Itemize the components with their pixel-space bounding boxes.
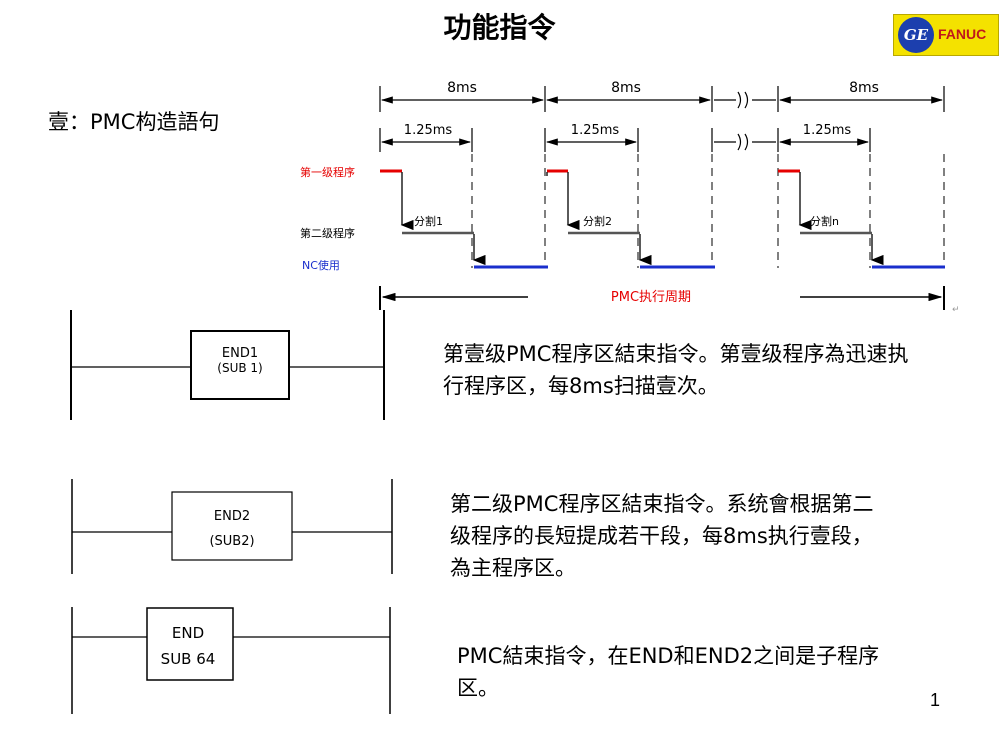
row-label-level1: 第一级程序 [300, 165, 355, 179]
break-symbol [737, 91, 749, 151]
row-label-nc: NC使用 [302, 259, 340, 272]
slot-label-2: 1.25ms [571, 123, 620, 138]
division-label-2: 分割2 [583, 214, 612, 228]
description-end2: 第二级PMC程序区結束指令。系统會根据第二级程序的長短提成若干段，每8ms执行壹… [450, 492, 874, 580]
transition-arrows [400, 172, 884, 266]
description-end: PMC結束指令，在END和END2之间是子程序区。 [457, 644, 880, 700]
division-label-3: 分割n [810, 214, 839, 228]
ladder-diagram-end1: END1 (SUB 1) [70, 310, 385, 420]
description-end1: 第壹级PMC程序区結束指令。第壹级程序為迅速执行程序区，每8ms扫描壹次。 [443, 342, 909, 398]
cycle-label: PMC执行周期 [611, 290, 691, 305]
box-sublabel-end: SUB 64 [161, 650, 216, 668]
slot-label-3: 1.25ms [803, 123, 852, 138]
period-dimensions [379, 86, 945, 112]
return-mark: ↵ [952, 305, 960, 315]
function-box-end [146, 607, 234, 681]
ge-emblem: GE [898, 17, 934, 53]
division-label-1: 分割1 [414, 214, 443, 228]
period-label-3: 8ms [849, 80, 879, 96]
slot-dimensions [379, 128, 871, 152]
period-label-2: 8ms [611, 80, 641, 96]
function-box-end2 [171, 491, 293, 561]
box-label-end1: END1 [222, 346, 258, 361]
slot-label-1: 1.25ms [404, 123, 453, 138]
cycle-dimension [379, 286, 945, 310]
ladder-diagram-end2: END2 (SUB2) [71, 479, 393, 574]
ladder-diagram-end: END SUB 64 [71, 607, 391, 714]
box-sublabel-end1: (SUB 1) [217, 361, 262, 375]
box-label-end2: END2 [214, 509, 250, 524]
dashed-guides [471, 154, 945, 268]
ge-fanuc-logo: GE FANUC [893, 14, 999, 56]
timing-diagram: 8ms 8ms 8ms 1.25ms 1.25ms 1.25ms 第一级程序 第… [300, 80, 960, 315]
row-label-level2: 第二级程序 [300, 226, 355, 240]
function-box-end1 [190, 330, 290, 400]
slide-title: 功能指令 [443, 11, 556, 44]
box-label-end: END [172, 624, 204, 642]
page-number: 1 [930, 690, 941, 710]
fanuc-brand-text: FANUC [938, 26, 987, 42]
period-label-1: 8ms [447, 80, 477, 96]
section-heading: 壹：PMC构造語句 [48, 110, 220, 134]
box-sublabel-end2: (SUB2) [209, 534, 254, 549]
